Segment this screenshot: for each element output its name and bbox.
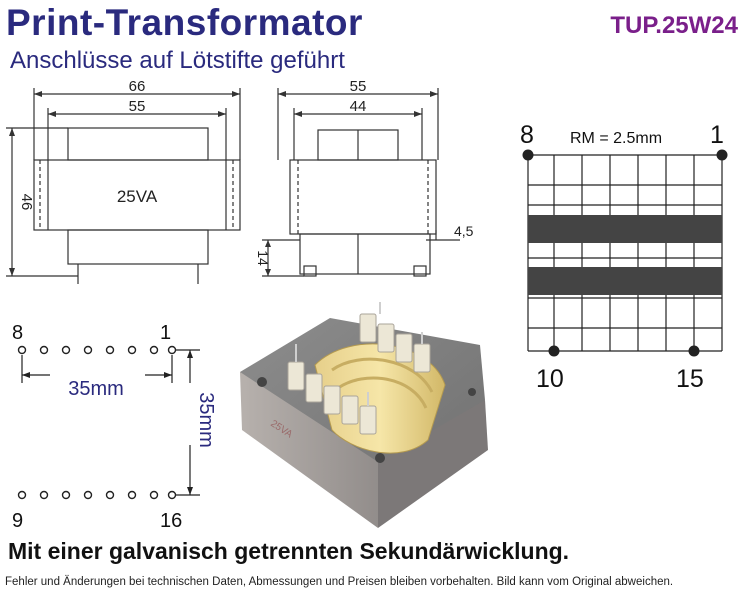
front-view-drawing: 66 55 46 25VA [6,80,241,284]
side-dim-outer-width: 55 [350,80,367,95]
footprint-pin-8-label: 8 [12,322,23,344]
grid-pin-15-label: 15 [676,365,704,393]
front-dim-height: 46 [18,194,35,211]
core-side [378,400,488,528]
side-view-drawing: 55 44 14 4,5 [255,80,474,277]
transformer-photo: 25VA [240,302,488,528]
pin-grid-diagram: 8 1 RM = 2.5mm 10 15 [520,121,728,393]
grid-pin-8-label: 8 [520,121,534,149]
footer-slogan: Mit einer galvanisch getrennten Sekundär… [8,538,570,564]
footprint-diagram: 8 1 9 16 35mm 35mm [12,322,217,532]
side-dim-pin-height: 14 [255,250,271,266]
pin-1-dot [716,149,728,161]
product-code: TUP.25W24 [610,12,738,39]
page-title: Print-Transformator [6,2,363,43]
grid-pin-1-label: 1 [710,121,724,149]
page-subtitle: Anschlüsse auf Lötstifte geführt [10,47,345,74]
pin-10-dot [548,345,560,357]
grid-pitch-label: RM = 2.5mm [570,130,662,147]
pin-15-dot [688,345,700,357]
core-front [240,372,378,528]
side-dim-inner-width: 44 [350,98,367,115]
footprint-pin-9-label: 9 [12,510,23,532]
footprint-horizontal-spacing: 35mm [68,378,124,400]
grid-dark-band-top [528,215,722,243]
side-dim-pin-offset: 4,5 [454,223,474,239]
front-dim-outer-width: 66 [129,80,146,95]
footprint-pin-16-label: 16 [160,510,182,532]
footer-disclaimer: Fehler und Änderungen bei technischen Da… [5,576,674,588]
front-rating-label: 25VA [117,187,158,206]
pin-8-dot [522,149,534,161]
footprint-vertical-spacing: 35mm [195,392,217,448]
grid-pin-10-label: 10 [536,365,564,393]
footprint-pin-1-label: 1 [160,322,171,344]
front-dim-inner-width: 55 [129,98,146,115]
grid-dark-band-bottom [528,267,722,295]
